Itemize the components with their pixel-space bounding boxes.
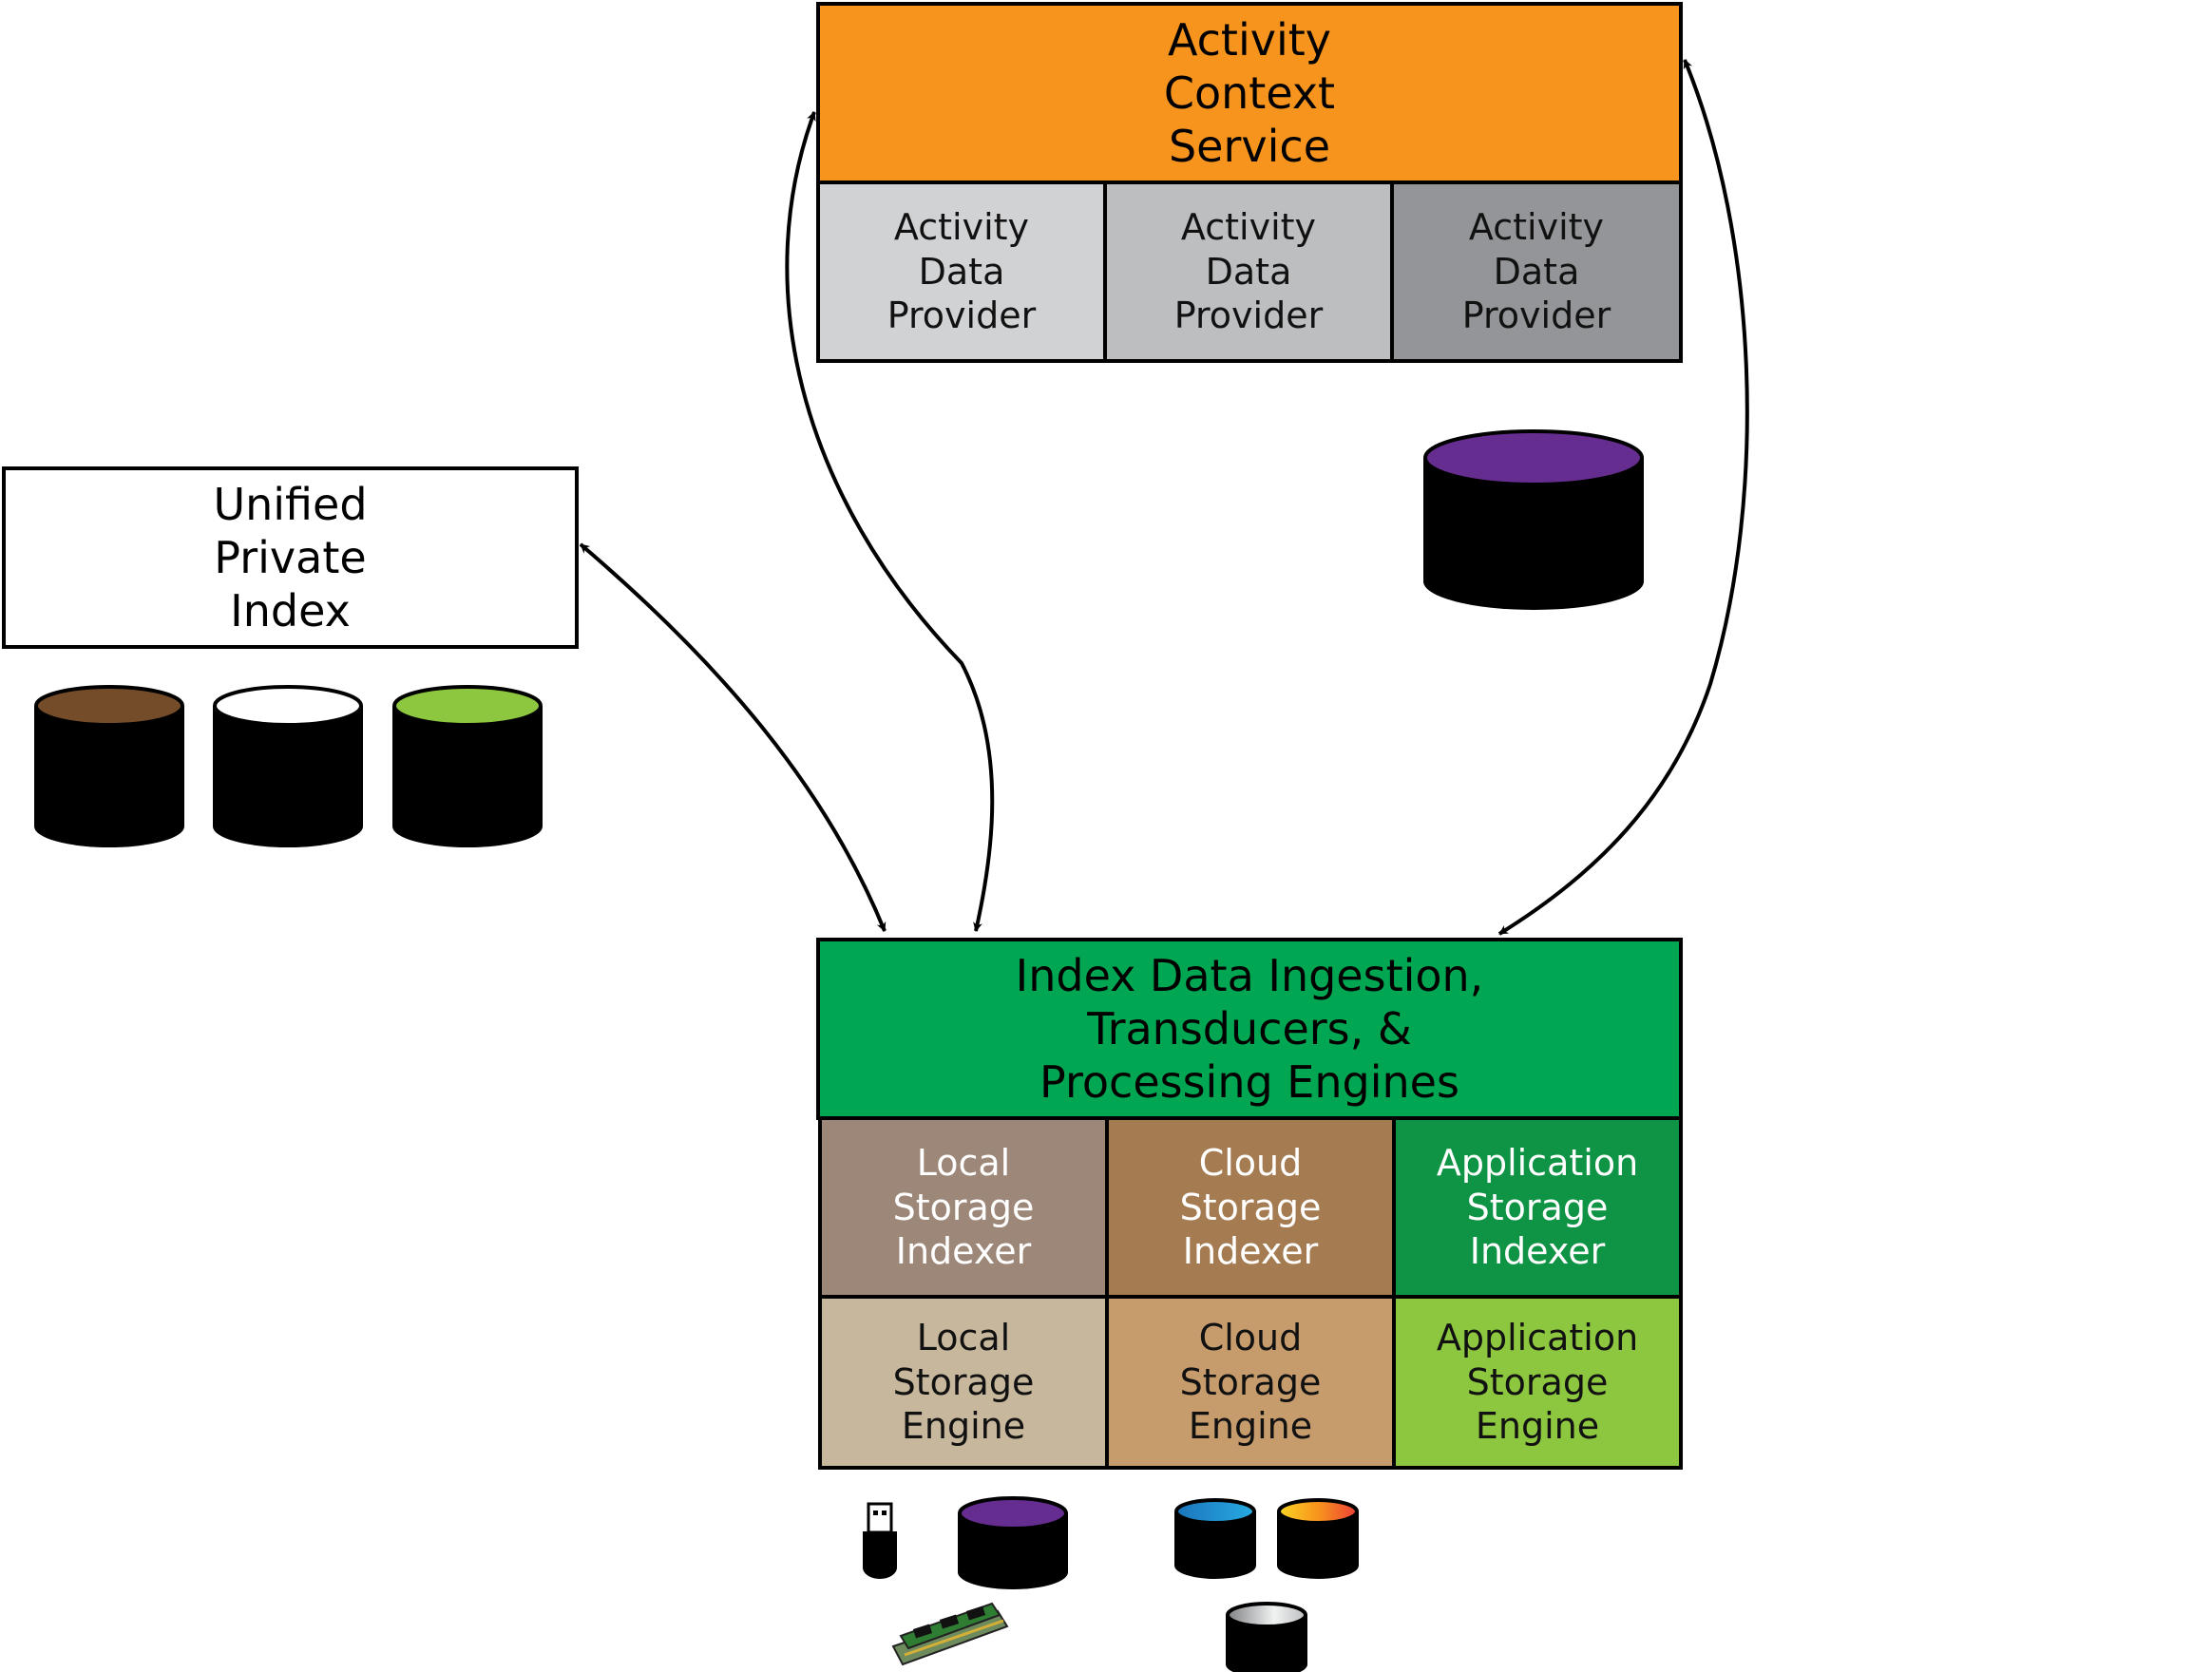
provider-3-line-2: Data (1493, 250, 1580, 293)
local-engine-line-3: Engine (901, 1405, 1026, 1448)
provider-3-line-1: Activity (1468, 206, 1605, 249)
app-engine-line-2: Storage (1466, 1360, 1609, 1403)
database-icon-cloud-silver (1226, 1602, 1307, 1672)
unified-index-line-2: Private (214, 531, 367, 583)
arrow-context-to-ingestion (785, 111, 995, 932)
provider-1-line-2: Data (918, 250, 1005, 293)
database-icon-cloud-blue (1174, 1498, 1256, 1579)
database-icon-purple (1423, 429, 1644, 610)
application-storage-engine: Application Storage Engine (1392, 1295, 1683, 1470)
application-storage-indexer: Application Storage Indexer (1392, 1116, 1683, 1299)
ingestion-line-2: Transducers, & (1087, 1002, 1412, 1054)
app-engine-line-3: Engine (1475, 1405, 1600, 1448)
activity-context-service: Activity Context Service (816, 2, 1683, 184)
local-storage-indexer: Local Storage Indexer (818, 1116, 1109, 1299)
cloud-engine-line-1: Cloud (1198, 1317, 1303, 1359)
provider-2-line-3: Provider (1173, 294, 1324, 337)
local-engine-line-1: Local (916, 1317, 1011, 1359)
activity-context-line-3: Service (1168, 121, 1330, 173)
cloud-storage-engine: Cloud Storage Engine (1105, 1295, 1396, 1470)
activity-data-provider-2: Activity Data Provider (1103, 180, 1394, 363)
provider-1-line-3: Provider (887, 294, 1037, 337)
provider-3-line-3: Provider (1461, 294, 1611, 337)
activity-data-provider-3: Activity Data Provider (1390, 180, 1683, 363)
cloud-indexer-line-3: Indexer (1182, 1230, 1319, 1273)
app-indexer-line-1: Application (1436, 1142, 1639, 1185)
usb-drive-icon (863, 1502, 897, 1579)
provider-1-line-1: Activity (893, 206, 1030, 249)
local-indexer-line-2: Storage (892, 1186, 1035, 1228)
cloud-engine-line-3: Engine (1188, 1405, 1313, 1448)
database-icon-local-purple (958, 1496, 1068, 1589)
activity-context-line-1: Activity (1167, 13, 1332, 66)
local-storage-engine: Local Storage Engine (818, 1295, 1109, 1470)
app-engine-line-1: Application (1436, 1317, 1639, 1359)
unified-private-index: Unified Private Index (2, 466, 579, 649)
provider-2-line-2: Data (1205, 250, 1292, 293)
cloud-engine-line-2: Storage (1179, 1360, 1322, 1403)
ingestion-line-1: Index Data Ingestion, (1015, 949, 1484, 1001)
cloud-indexer-line-1: Cloud (1198, 1142, 1303, 1185)
local-indexer-line-1: Local (916, 1142, 1011, 1185)
app-indexer-line-3: Indexer (1469, 1230, 1606, 1273)
unified-index-line-1: Unified (213, 478, 368, 530)
ingestion-line-3: Processing Engines (1039, 1056, 1459, 1109)
provider-2-line-1: Activity (1180, 206, 1317, 249)
activity-context-line-2: Context (1163, 66, 1336, 119)
cloud-indexer-line-2: Storage (1179, 1186, 1322, 1228)
arrow-context-right-to-ingestion (1497, 59, 1749, 936)
app-indexer-line-2: Storage (1466, 1186, 1609, 1228)
database-icon-brown (34, 685, 184, 847)
ssd-card-icon (891, 1602, 1009, 1666)
index-data-ingestion: Index Data Ingestion, Transducers, & Pro… (816, 938, 1683, 1120)
database-icon-white (213, 685, 363, 847)
local-engine-line-2: Storage (892, 1360, 1035, 1403)
database-icon-green (392, 685, 543, 847)
local-indexer-line-3: Indexer (895, 1230, 1032, 1273)
database-icon-cloud-orange (1277, 1498, 1359, 1579)
activity-data-provider-1: Activity Data Provider (816, 180, 1107, 363)
cloud-storage-indexer: Cloud Storage Indexer (1105, 1116, 1396, 1299)
unified-index-line-3: Index (230, 585, 351, 637)
